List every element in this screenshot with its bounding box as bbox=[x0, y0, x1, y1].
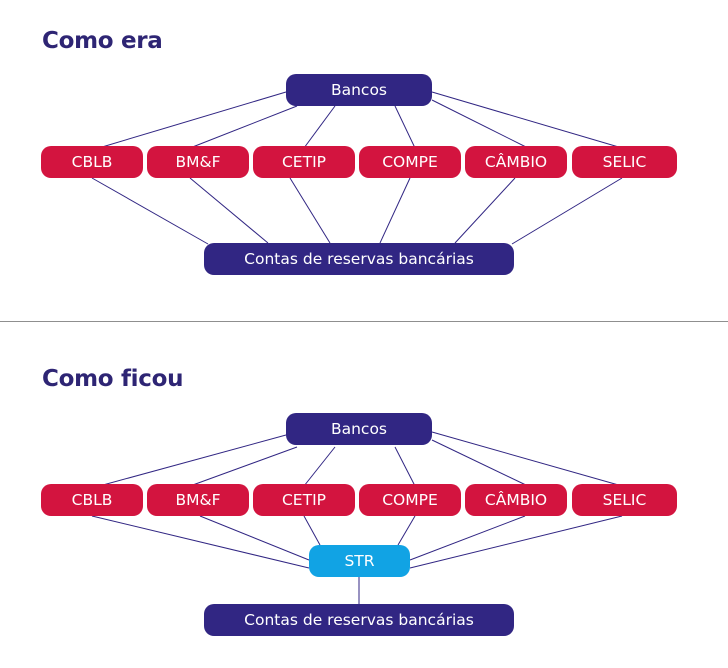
node-system-selic-after: SELIC bbox=[572, 484, 677, 516]
node-system-cetip-after: CETIP bbox=[253, 484, 355, 516]
connector-lines-before bbox=[91, 91, 623, 245]
node-system-cambio-before: CÂMBIO bbox=[465, 146, 567, 178]
section-title-before: Como era bbox=[42, 28, 163, 54]
node-contas-after: Contas de reservas bancárias bbox=[204, 604, 514, 636]
node-str-hub: STR bbox=[309, 545, 410, 577]
node-system-bmf-before: BM&F bbox=[147, 146, 249, 178]
node-system-cblb-after: CBLB bbox=[41, 484, 143, 516]
section-title-after: Como ficou bbox=[42, 366, 184, 392]
section-divider bbox=[0, 321, 728, 322]
node-system-compe-before: COMPE bbox=[359, 146, 461, 178]
node-contas-before: Contas de reservas bancárias bbox=[204, 243, 514, 275]
node-system-cblb-before: CBLB bbox=[41, 146, 143, 178]
node-system-cetip-before: CETIP bbox=[253, 146, 355, 178]
node-system-cambio-after: CÂMBIO bbox=[465, 484, 567, 516]
node-bancos-before: Bancos bbox=[286, 74, 432, 106]
node-system-compe-after: COMPE bbox=[359, 484, 461, 516]
node-system-bmf-after: BM&F bbox=[147, 484, 249, 516]
section-como-era: Como era Bancos CBLB BM&F CETIP COMPE CÂ… bbox=[0, 0, 728, 320]
node-bancos-after: Bancos bbox=[286, 413, 432, 445]
node-system-selic-before: SELIC bbox=[572, 146, 677, 178]
